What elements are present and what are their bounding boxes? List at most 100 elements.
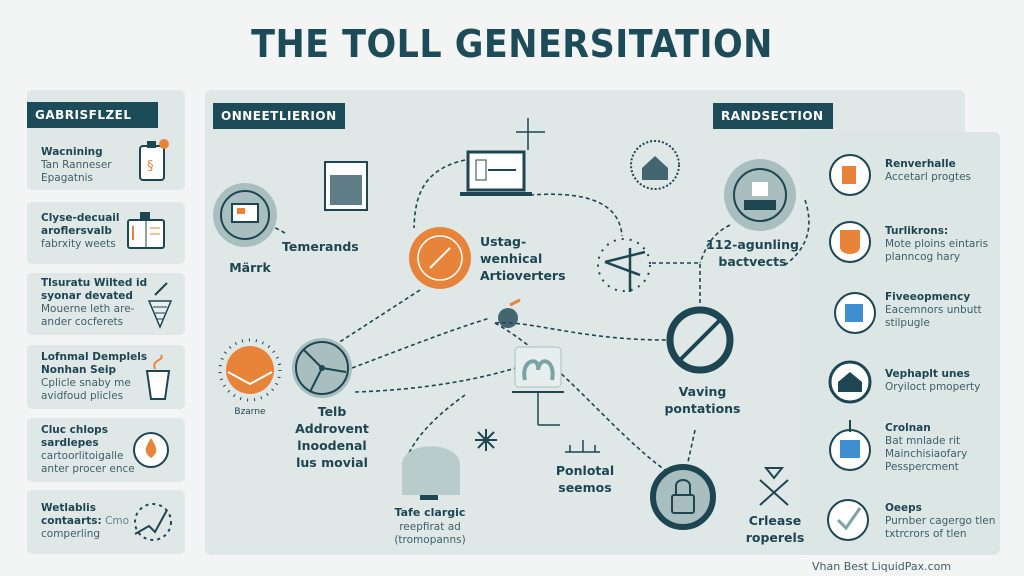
- card-text: cartoorlitoigalle: [41, 450, 124, 462]
- item-text: Purnber cagergo tlen: [885, 515, 996, 527]
- box-icon: [829, 420, 871, 471]
- card-title: Tlsuratu Wilted id syonar devated: [41, 277, 148, 302]
- card-text: Mouerne leth are-: [41, 303, 135, 315]
- card-text: Cplicle snaby me: [41, 377, 131, 389]
- item-text: Pesspercment: [885, 461, 959, 473]
- card-text: Cmo: [105, 515, 130, 527]
- label-line: wenhical: [480, 251, 543, 266]
- check-icon: [827, 499, 869, 541]
- drop-icon: [133, 432, 169, 468]
- calendar-node-icon: [324, 161, 368, 211]
- svg-text:§: §: [147, 159, 154, 174]
- card-text: Tan Ranneser: [41, 159, 112, 171]
- prohibited-node-icon: [666, 306, 734, 374]
- crosshair-node-icon: [597, 238, 651, 292]
- right-header: RANDSECTION: [713, 103, 833, 129]
- shield-icon: [829, 221, 871, 263]
- label-line: lus movial: [296, 455, 368, 470]
- label-line: bactvects: [718, 254, 787, 269]
- card-text: fabrxity weets: [41, 238, 116, 250]
- label-line: reepfirat ad: [399, 521, 461, 533]
- footer-credit[interactable]: Vhan Best LiquidPax.com: [812, 560, 952, 573]
- scale-node-icon: [724, 159, 796, 231]
- label-line: Crlease: [748, 513, 802, 528]
- item-title: Turlikrons:: [885, 225, 949, 237]
- tafe-label: Tafe clargic reepfirat ad (tromopanns): [375, 504, 485, 547]
- card-text: anter procer ence: [41, 463, 135, 475]
- card-title: Lofnmal Demplels Nonhan Seip: [41, 351, 148, 376]
- vaving-label: Vaving pontations: [655, 383, 750, 417]
- monitor-bottom-icon: [402, 446, 460, 500]
- telb-label: Telb Addrovent lnoodenal lus movial: [262, 403, 402, 471]
- item-text: Eacemnors unbutt: [885, 304, 982, 316]
- connector: [652, 262, 701, 305]
- left-header: GABRISFLZEL: [27, 102, 158, 128]
- label-line: Telb: [317, 404, 347, 419]
- document-icon: [127, 212, 165, 249]
- label-line: pontations: [664, 401, 741, 416]
- crlease-label: Crlease roperels: [735, 512, 815, 546]
- temerands-label: Temerands: [282, 239, 359, 254]
- right-panel: [800, 132, 1000, 555]
- chart-icon: [134, 503, 172, 541]
- item-title: Oeeps: [885, 502, 922, 514]
- door-icon: [829, 154, 871, 196]
- house-node-icon: [630, 140, 680, 190]
- item-title: Renverhalle: [885, 158, 956, 170]
- page-title: THE TOLL GENERSITATION: [251, 22, 773, 66]
- connector: [529, 193, 623, 237]
- crest-icon: [759, 467, 789, 506]
- card-text: comperling: [41, 528, 101, 540]
- connector: [494, 321, 667, 341]
- center-label: Ustag- wenhical Artioverters: [480, 233, 566, 284]
- cup-icon: [145, 354, 171, 400]
- item-text: Mote ploins eintaris: [885, 238, 989, 250]
- item-text: stilpugle: [885, 317, 930, 329]
- item-text: Oryiloct pmoperty: [885, 381, 981, 393]
- label-line: (tromopanns): [394, 534, 466, 546]
- label-line: Ustag-: [480, 234, 527, 249]
- label-line: Tafe clargic: [394, 506, 466, 519]
- label-line: Vaving: [678, 384, 727, 399]
- building-icon: [828, 360, 872, 404]
- item-text: planncog hary: [885, 251, 961, 263]
- monitor-node-icon: [213, 183, 277, 247]
- item-text: Bat mnlade rit: [885, 435, 961, 447]
- calendar-icon: [834, 292, 876, 334]
- tornado-icon: [147, 282, 173, 329]
- card-text: ander cocferets: [41, 316, 124, 328]
- card-text: avidfoud plicles: [41, 390, 124, 402]
- connector: [334, 289, 421, 346]
- main-header: ONNEETLIERION: [213, 103, 345, 129]
- connector: [784, 199, 810, 266]
- connector: [354, 364, 526, 393]
- ponlotal-label: Ponlotal seemos: [545, 462, 625, 496]
- tree-node-icon: [512, 346, 564, 426]
- label-line: Ponlotal: [555, 463, 615, 478]
- connector: [494, 322, 666, 471]
- item-text: Mainchisiaofary: [885, 448, 968, 460]
- card-title: Wacnining: [41, 146, 103, 158]
- item-title: Crolnan: [885, 422, 931, 434]
- right-item-icons: [827, 154, 876, 541]
- label-line: Artioverters: [480, 268, 566, 283]
- clipboard-icon: §: [139, 139, 169, 181]
- star-icon: [475, 429, 497, 451]
- label-line: seemos: [558, 480, 612, 495]
- connector: [413, 159, 466, 229]
- item-title: Vephaplt unes: [885, 368, 970, 380]
- orange-dotted-node-icon: [218, 338, 282, 402]
- mark-label: Märrk: [229, 260, 271, 275]
